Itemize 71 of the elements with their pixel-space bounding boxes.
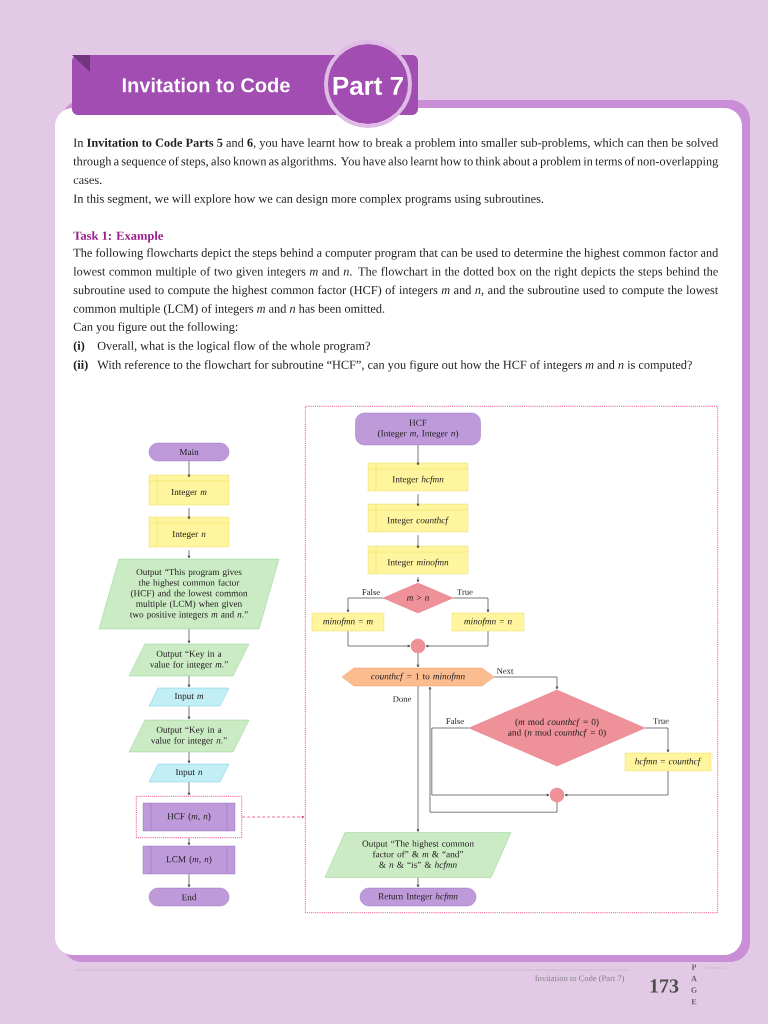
arrow — [416, 652, 420, 668]
paragraph: In this segment, we will explore how we can design more complex programs using subroutines. — [73, 194, 544, 206]
declaration-box: Integer m — [148, 474, 230, 506]
page-letter: E — [691, 998, 697, 1005]
arrow — [416, 444, 420, 466]
output-parallelogram: Output “Key in a value for integer m.” — [128, 643, 250, 677]
process-box: minofmn = m — [311, 612, 385, 632]
arrow — [416, 534, 420, 549]
paragraph: With reference to the flowchart for subroutine “HCF”, can you figure out how the HCF of integers m and n is computed? — [97, 360, 692, 372]
loop-hexagon: counthcf = 1 to minofmn — [341, 667, 495, 687]
arrow — [416, 877, 420, 888]
paragraph: Can you figure out the following: — [73, 322, 238, 334]
declaration-box: Integer n — [148, 516, 230, 548]
output-parallelogram: Output “Key in a value for integer n.” — [128, 719, 250, 753]
arrow — [431, 727, 550, 797]
arrow — [187, 751, 191, 764]
heading: Task 1: Example — [73, 231, 164, 243]
list-number: (i) — [73, 341, 85, 353]
edge-label: False — [360, 588, 382, 597]
arrow — [187, 837, 191, 846]
terminal-box: Main — [148, 442, 230, 462]
page-letter: G — [691, 987, 697, 993]
arrow — [493, 676, 559, 690]
arrow — [187, 507, 191, 520]
dotted-frame — [304, 405, 719, 914]
paragraph: The following flowcharts depict the steps behind a computer program that can be used to determine the highest common factor and lowest common multiple of two given integers m and n. The flowchart in the dotted box on the right depicts the steps behind the subroutine used to compute the highest common factor (HCF) of integers m and n, and the subroutine used to compute the lowest common multiple (LCM) of integers m and n has been omitted. — [73, 248, 719, 316]
subroutine-box: LCM (m, n) — [142, 845, 236, 875]
subroutine-box: HCF (m, n) — [142, 802, 236, 832]
arrow — [187, 873, 191, 888]
edge-label: Next — [495, 667, 515, 675]
process-box: hcfmn = counthcf — [624, 752, 712, 772]
terminal-box: Return Integer hcfmn — [359, 887, 477, 907]
connector-circle — [549, 787, 565, 803]
edge-label: False — [444, 717, 466, 726]
page-letter: A — [691, 975, 697, 982]
arrow — [187, 781, 191, 796]
arrow — [644, 727, 670, 753]
edge-label: True — [652, 717, 670, 725]
footer-text: Invitation to Code (Part 7) — [535, 975, 625, 983]
terminal-box: End — [148, 887, 230, 907]
page-letter: P — [691, 964, 697, 970]
edge-label: True — [456, 588, 474, 596]
arrow — [564, 770, 669, 797]
declaration-box: Integer hcfmn — [367, 462, 469, 492]
arrow — [416, 576, 420, 583]
process-box: minofmn = n — [451, 612, 525, 632]
output-parallelogram: Output “This program gives the highest common factor (HCF) and the lowest common multiple (LCM) when given two positive integers m and n.” — [98, 558, 280, 630]
arrow — [187, 460, 191, 478]
arrow — [347, 630, 411, 648]
arrow — [425, 630, 489, 648]
arrow — [187, 549, 191, 559]
arrow — [187, 705, 191, 720]
list-number: (ii) — [73, 360, 88, 372]
arrow — [416, 493, 420, 507]
arrow — [241, 815, 305, 819]
edge-label: Done — [391, 695, 413, 703]
arrow — [187, 675, 191, 688]
paragraph: In Invitation to Code Parts 5 and 6, you have learnt how to break a problem into smaller sub-problems, which can then be solved through a sequence of steps, also known as algorithms. You have also learnt how to think about a problem in terms of non-overlapping cases. — [73, 138, 719, 185]
arrow — [346, 597, 384, 613]
arrow — [187, 628, 191, 644]
dotted-frame — [135, 795, 243, 839]
connector-circle — [410, 638, 426, 654]
part-badge: Part 7 — [324, 40, 412, 128]
paragraph: Overall, what is the logical flow of the whole program? — [97, 341, 370, 353]
arrow — [452, 597, 490, 613]
declaration-box: Integer minofmn — [367, 545, 469, 575]
terminal-box: HCF (Integer m, Integer n) — [355, 412, 481, 446]
arrow — [428, 686, 558, 813]
declaration-box: Integer counthcf — [367, 503, 469, 533]
page-number: 173 — [650, 979, 679, 993]
arrow — [416, 685, 420, 832]
